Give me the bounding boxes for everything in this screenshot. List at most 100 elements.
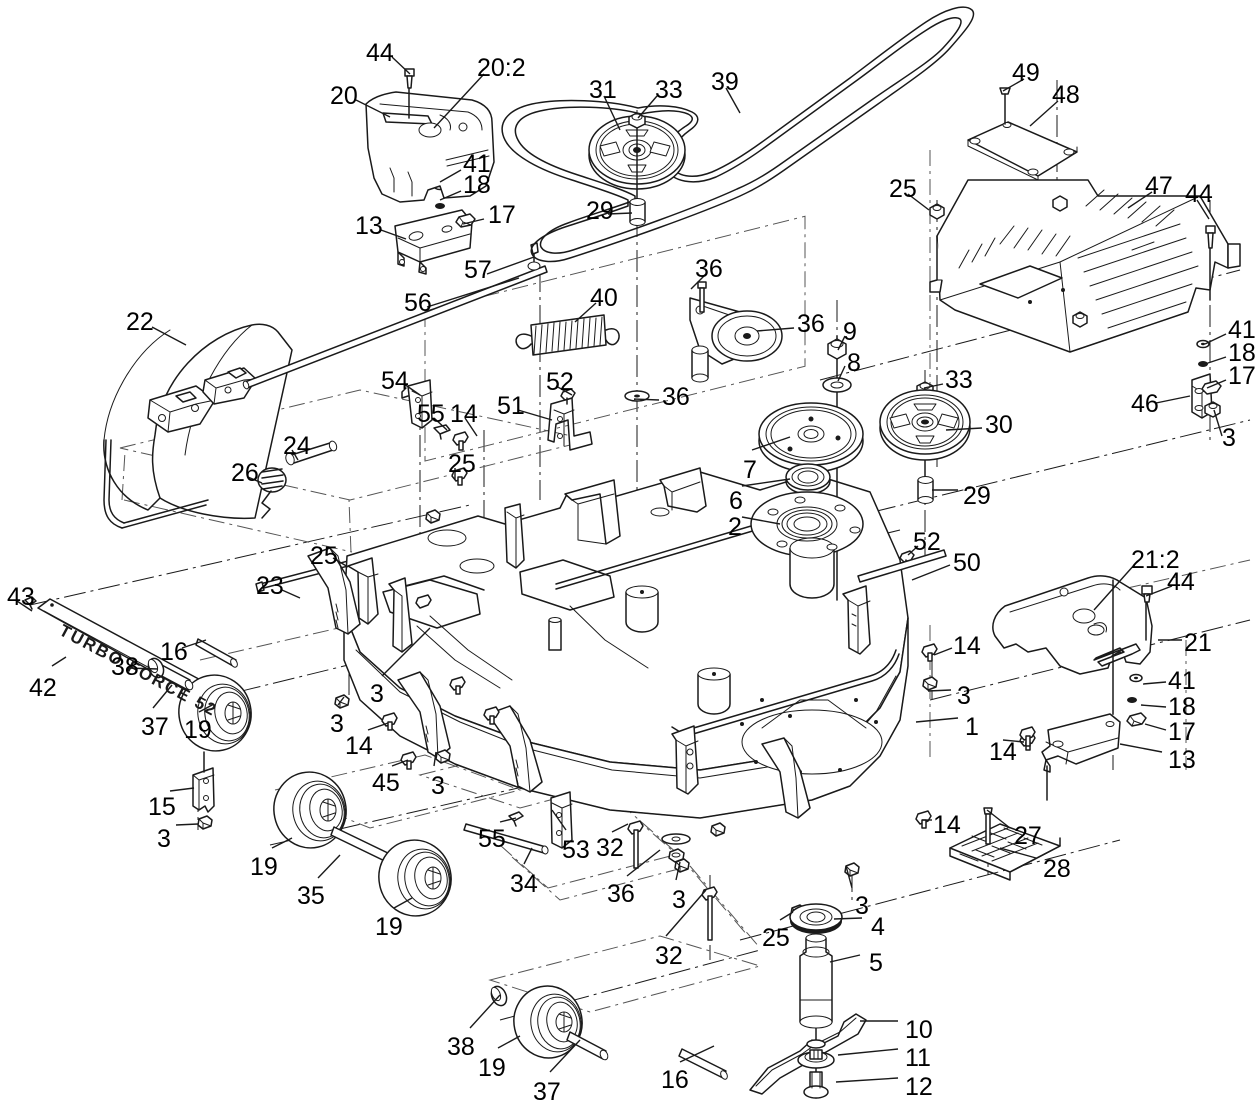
callout-36: 36: [695, 255, 723, 283]
leader-line: [271, 837, 293, 849]
callout-53: 53: [562, 836, 590, 864]
leader-line: [1145, 585, 1173, 597]
callout-18: 18: [1228, 339, 1256, 367]
callout-44: 44: [1185, 180, 1213, 208]
callout-32: 32: [596, 834, 624, 862]
leader-line: [549, 1039, 581, 1073]
part-29-spacer-top: [629, 198, 646, 226]
leader-line: [945, 427, 983, 431]
part-17-nut-left: [455, 213, 476, 228]
part-19-wheel-lower-left: [378, 839, 452, 917]
part-38-spacer-upper-left: [147, 657, 165, 679]
callout-15: 15: [148, 793, 176, 821]
callout-10: 10: [905, 1016, 933, 1044]
callout-17: 17: [488, 201, 516, 229]
leader-line: [175, 823, 199, 826]
callout-38: 38: [111, 653, 139, 681]
leader-line: [835, 1077, 899, 1083]
leader-line: [933, 647, 953, 656]
leader-line: [403, 383, 421, 396]
part-56-rod: [242, 265, 548, 390]
callout-8: 8: [847, 349, 861, 377]
callout-7: 7: [743, 456, 757, 484]
callout-16: 16: [160, 638, 188, 666]
callout-49: 49: [1012, 59, 1040, 87]
callout-20: 20: [330, 82, 358, 110]
leader-line: [1213, 409, 1223, 437]
callout-30: 30: [985, 411, 1013, 439]
callout-56: 56: [404, 289, 432, 317]
part-41-18-17-13-right: [1041, 579, 1147, 801]
part-13-bracket-left: [394, 209, 473, 275]
callout-19: 19: [184, 716, 212, 744]
callout-32: 32: [655, 942, 683, 970]
callout-3: 3: [157, 825, 171, 853]
callout-3: 3: [855, 892, 869, 920]
callout-13: 13: [355, 212, 383, 240]
leader-line: [281, 589, 301, 599]
callout-24: 24: [283, 432, 311, 460]
callout-19: 19: [478, 1054, 506, 1082]
part-50-rod: [857, 549, 947, 583]
callout-43: 43: [7, 583, 35, 611]
leader-line: [499, 817, 517, 823]
leader-line: [393, 897, 413, 909]
callout-41: 41: [1228, 316, 1256, 344]
leader-line: [439, 169, 462, 183]
leader-line: [1002, 78, 1025, 92]
callout-14: 14: [989, 738, 1017, 766]
leader-line: [907, 193, 930, 211]
leader-line: [551, 809, 567, 831]
callout-3: 3: [370, 680, 384, 708]
part-54-bracket: [401, 379, 433, 429]
leader-line: [169, 787, 195, 792]
callout-3: 3: [1222, 424, 1236, 452]
part-18-washer-left: [435, 203, 445, 209]
leader-line: [833, 917, 863, 920]
part-47-cover-panel: [929, 179, 1241, 353]
leader-line: [291, 449, 299, 461]
leader-line: [51, 656, 67, 667]
callout-55: 55: [417, 400, 445, 428]
leader-line: [665, 889, 707, 937]
callout-14: 14: [345, 732, 373, 760]
leader-line: [1206, 379, 1227, 389]
leader-line: [16, 600, 33, 612]
leader-line: [611, 823, 629, 833]
part-51-bracket: [547, 397, 593, 451]
leader-line: [626, 849, 661, 877]
leader-line: [915, 717, 959, 723]
part-3-nut-left: [197, 815, 213, 830]
leader-line: [911, 564, 951, 581]
callout-4: 4: [871, 913, 885, 941]
callout-26: 26: [231, 459, 259, 487]
callout-44: 44: [366, 39, 394, 67]
leader-line: [923, 383, 944, 389]
part-26-spring: [257, 467, 287, 519]
leader-line: [198, 703, 215, 713]
part-37-axle-bottom: [566, 1031, 609, 1061]
callout-38: 38: [447, 1033, 475, 1061]
leader-line: [486, 256, 535, 275]
leader-line: [391, 56, 411, 75]
callout-40: 40: [590, 284, 618, 312]
part-21-belt-cover-right: [992, 575, 1153, 675]
leader-line: [1119, 743, 1163, 753]
callout-14: 14: [450, 400, 478, 428]
leader-line: [637, 95, 658, 119]
leader-line: [603, 95, 621, 131]
leader-line: [725, 87, 741, 114]
leader-line: [517, 409, 553, 421]
callout-48: 48: [1052, 81, 1080, 109]
leader-line: [497, 1035, 521, 1049]
callout-6: 6: [729, 487, 743, 515]
leader-line: [433, 417, 448, 431]
callout-14: 14: [953, 632, 981, 660]
leader-line: [907, 545, 919, 556]
callout-55: 55: [478, 825, 506, 853]
callout-25: 25: [310, 542, 338, 570]
leader-line: [426, 277, 520, 308]
leader-line: [751, 436, 791, 451]
callout-22: 22: [126, 308, 154, 336]
